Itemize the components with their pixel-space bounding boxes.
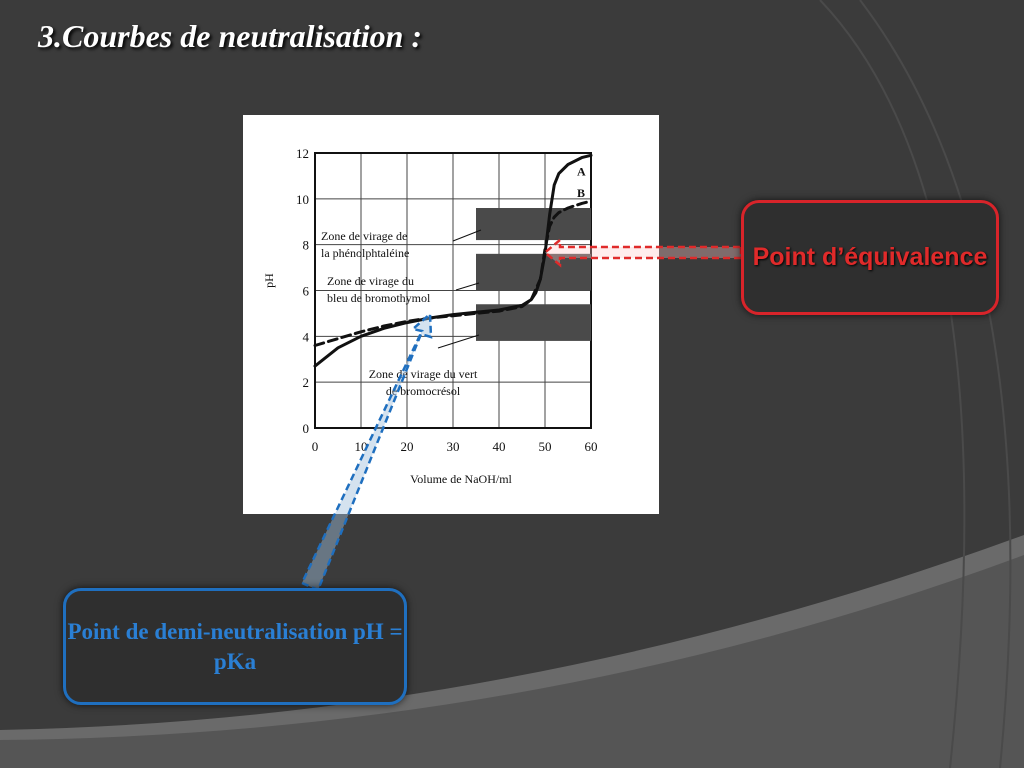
x-tick-label-3: 30 [447,439,460,454]
half-neutralization-label: Point de demi-neutralisation pH = pKa [67,618,403,674]
zone-band-0 [476,208,591,241]
equivalence-point-callout: Point d’équivalence [741,200,999,315]
x-tick-label-4: 40 [493,439,506,454]
zone-leader-2 [437,334,480,349]
zone-band-1 [476,253,591,291]
y-axis-label: pH [262,273,276,288]
series-label-A: A [577,164,586,178]
zone-label-0-line-1: la phénolphtaléine [321,246,409,260]
slide-title: 3.Courbes de neutralisation : [38,18,423,54]
x-axis-label: Volume de NaOH/ml [410,472,512,486]
half-neutralization-callout: Point de demi-neutralisation pH = pKa [63,588,407,705]
x-tick-label-2: 20 [401,439,414,454]
x-tick-label-1: 10 [355,439,368,454]
y-tick-label-4: 8 [303,238,310,253]
series-label-B: B [577,186,585,200]
zone-label-2-line-0: Zone de virage du vert [369,367,478,381]
zone-leader-1 [455,282,480,291]
y-tick-label-6: 12 [296,146,309,161]
y-tick-label-3: 6 [303,284,310,299]
zone-label-0-line-0: Zone de virage de [321,229,407,243]
zone-leader-0 [452,229,482,242]
zone-label-2-line-1: de bromocrésol [386,384,461,398]
x-tick-label-6: 60 [585,439,598,454]
x-tick-label-0: 0 [312,439,319,454]
y-tick-label-5: 10 [296,192,309,207]
y-tick-label-1: 2 [303,375,310,390]
zone-label-1-line-1: bleu de bromothymol [327,291,431,305]
y-tick-label-2: 4 [303,329,310,344]
x-tick-label-5: 50 [539,439,552,454]
equivalence-point-label: Point d’équivalence [752,243,988,271]
zone-label-1-line-0: Zone de virage du [327,274,414,288]
y-tick-label-0: 0 [303,421,310,436]
